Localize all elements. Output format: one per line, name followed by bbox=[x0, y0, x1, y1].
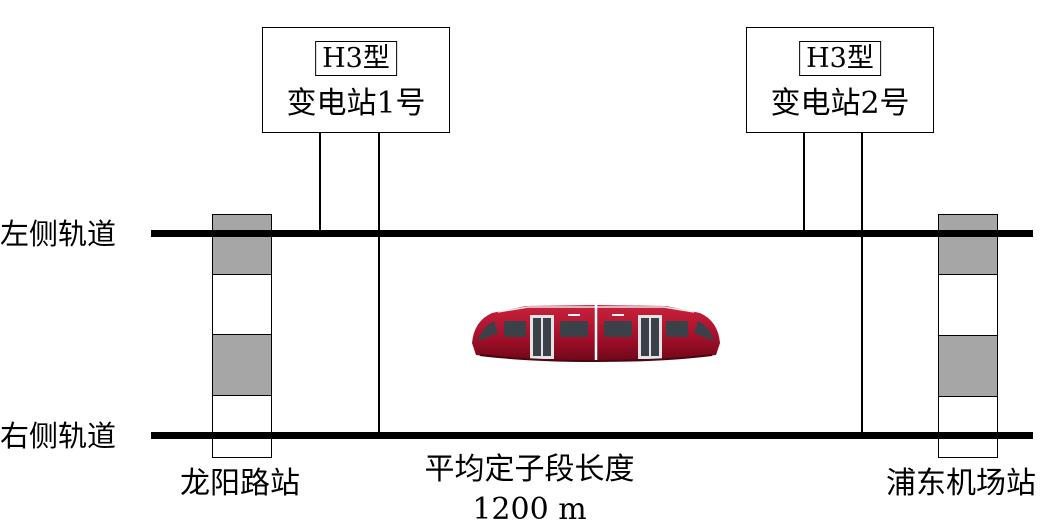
right-track-label: 右侧轨道 bbox=[0, 419, 117, 453]
right-track bbox=[151, 432, 1033, 439]
substation-2-feeder-left-track bbox=[803, 133, 805, 234]
average-stator-segment-length-label: 平均定子段长度 bbox=[424, 452, 635, 487]
left-track-label: 左侧轨道 bbox=[0, 217, 117, 251]
station-segment-gray bbox=[212, 214, 272, 275]
pudong-airport-station-name: 浦东机场站 bbox=[886, 466, 1036, 501]
station-segment-white bbox=[938, 274, 998, 336]
substation-1-feeder-left-track bbox=[319, 133, 321, 234]
station-segment-gray bbox=[938, 214, 998, 275]
substation-2-name: 变电站2号 bbox=[770, 86, 910, 121]
station-segment-white bbox=[938, 396, 998, 458]
left-track bbox=[151, 230, 1033, 237]
station-segment-gray bbox=[938, 335, 998, 397]
segment-length-value: 1200 m bbox=[472, 492, 587, 527]
maglev-train-icon bbox=[472, 305, 720, 363]
station-segment-gray bbox=[212, 334, 272, 396]
station-segment-white bbox=[212, 274, 272, 335]
substation-1-feeder-right-track bbox=[378, 133, 380, 436]
substation-1-name: 变电站1号 bbox=[286, 86, 426, 121]
substation-1-type-label: H3型 bbox=[315, 41, 397, 76]
pudong-airport-station-block bbox=[938, 214, 998, 458]
substation-1-box: H3型 变电站1号 bbox=[262, 27, 450, 133]
substation-2-type-label: H3型 bbox=[799, 41, 881, 76]
station-segment-white bbox=[212, 395, 272, 458]
substation-2-box: H3型 变电站2号 bbox=[746, 27, 934, 133]
longyang-road-station-block bbox=[212, 214, 272, 458]
substation-2-feeder-right-track bbox=[861, 133, 863, 436]
longyang-road-station-name: 龙阳路站 bbox=[180, 466, 300, 501]
